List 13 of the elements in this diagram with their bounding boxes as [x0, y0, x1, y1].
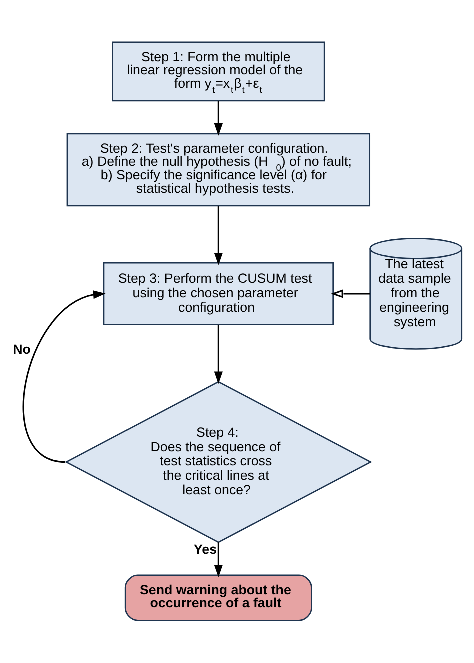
arrow: [214, 101, 222, 136]
arrow: [214, 542, 222, 578]
node-box: Step 2: Test's parameter configuration. a) Define the null hypothesis (H$_{0}$) of no fault; b) Specify the significance level (α) for statistical hypothesis tests.: [66, 133, 370, 207]
node-box: Step 3: Perform the CUSUM test using the chosen parameter configuration: [102, 262, 334, 326]
node-box: Send warning about the occurrence of a fault: [124, 574, 312, 622]
edge-label: Yes: [193, 542, 217, 558]
arrow: [214, 206, 222, 266]
edge-label: No: [12, 342, 30, 358]
node-diamond: Step 4: Does the sequence of test statistics cross the critical lines at least once?: [64, 381, 372, 544]
arrow: [214, 325, 222, 384]
arrow: [330, 290, 370, 298]
node-box: Step 1: Form the multiple linear regression model of the form y$_{t}$=x$_{t}$β$_{t}$+ε$_{t}$: [112, 42, 325, 102]
arrow: [22, 290, 106, 463]
